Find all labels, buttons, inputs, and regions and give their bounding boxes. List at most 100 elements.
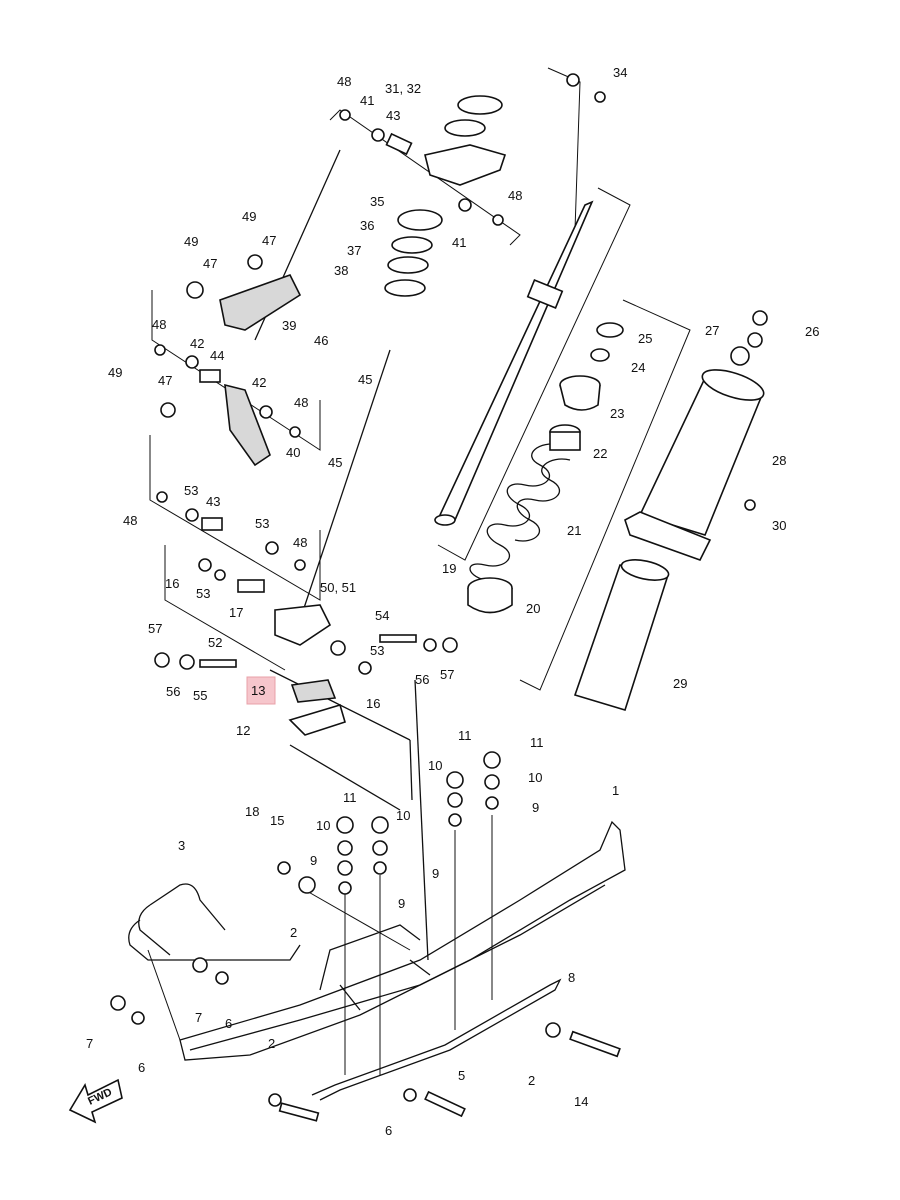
callout-label: 6 — [138, 1060, 145, 1075]
callout-label: 7 — [195, 1010, 202, 1025]
callout-label: 9 — [398, 896, 405, 911]
callout-label: 9 — [310, 853, 317, 868]
callout-label: 47 — [203, 256, 217, 271]
callout-label: 10 — [528, 770, 542, 785]
callout-label: 2 — [290, 925, 297, 940]
callout-label: 53 — [184, 483, 198, 498]
callout-label: 10 — [428, 758, 442, 773]
callout-label: 16 — [165, 576, 179, 591]
small-hardware — [110, 73, 768, 1122]
callout-label: 53 — [196, 586, 210, 601]
callout-label: 29 — [673, 676, 687, 691]
callout-label: 9 — [432, 866, 439, 881]
callout-label: 47 — [158, 373, 172, 388]
callout-label: 13 — [251, 683, 265, 698]
callout-label: 25 — [638, 331, 652, 346]
callout-label: 53 — [370, 643, 384, 658]
callout-label: 48 — [123, 513, 137, 528]
callout-label: 37 — [347, 243, 361, 258]
callout-label: 9 — [532, 800, 539, 815]
callout-label: 49 — [242, 209, 256, 224]
callout-label: 21 — [567, 523, 581, 538]
callout-label: 28 — [772, 453, 786, 468]
upper-spring-seat — [549, 322, 624, 451]
callout-label: 35 — [370, 194, 384, 209]
callout-label: 34 — [613, 65, 627, 80]
linework — [128, 67, 691, 1101]
callout-label: 43 — [206, 494, 220, 509]
callout-label: 17 — [229, 605, 243, 620]
callout-label: 45 — [328, 455, 342, 470]
spring-seat — [467, 577, 513, 614]
outer-tube — [624, 369, 765, 561]
callout-label: 43 — [386, 108, 400, 123]
callout-label: 47 — [262, 233, 276, 248]
callout-label: 44 — [210, 348, 224, 363]
callout-label: 40 — [286, 445, 300, 460]
callout-label: 45 — [358, 372, 372, 387]
callout-label: 18 — [245, 804, 259, 819]
shock-spring — [469, 443, 571, 581]
callout-label: 49 — [184, 234, 198, 249]
callout-label: 39 — [282, 318, 296, 333]
callout-label: 57 — [148, 621, 162, 636]
callout-label: 5 — [458, 1068, 465, 1083]
callout-label: 54 — [375, 608, 389, 623]
callout-label: 7 — [86, 1036, 93, 1051]
callout-label: 11 — [343, 790, 357, 805]
callout-label: 1 — [612, 783, 619, 798]
callout-label: 24 — [631, 360, 645, 375]
callout-label: 36 — [360, 218, 374, 233]
callout-label: 8 — [568, 970, 575, 985]
callout-label: 41 — [452, 235, 466, 250]
callout-label: 48 — [294, 395, 308, 410]
callout-label: 41 — [360, 93, 374, 108]
callout-label: 11 — [530, 735, 544, 750]
boot-tube — [573, 559, 670, 711]
callout-label: 52 — [208, 635, 222, 650]
callout-label: 48 — [508, 188, 522, 203]
callout-label: 42 — [252, 375, 266, 390]
callout-labels: 1 2 2 2 3 5 6 6 6 7 7 8 9 9 9 9 10 10 10… — [86, 65, 819, 1138]
fwd-direction-arrow: FWD — [68, 1078, 123, 1124]
link-brackets — [219, 274, 332, 646]
callout-label: 10 — [316, 818, 330, 833]
callout-label: 15 — [270, 813, 284, 828]
callout-label: 38 — [334, 263, 348, 278]
callout-label: 16 — [366, 696, 380, 711]
callout-label: 57 — [440, 667, 454, 682]
callout-label: 53 — [255, 516, 269, 531]
callout-label: 20 — [526, 601, 540, 616]
callout-label: 23 — [610, 406, 624, 421]
callout-label: 56 — [415, 672, 429, 687]
callout-label: 42 — [190, 336, 204, 351]
callout-label: 6 — [385, 1123, 392, 1138]
callout-label: 3 — [178, 838, 185, 853]
callout-label: 2 — [528, 1073, 535, 1088]
callout-label: 22 — [593, 446, 607, 461]
callout-label: 50, 51 — [320, 580, 356, 595]
callout-label: 55 — [193, 688, 207, 703]
callout-label: 30 — [772, 518, 786, 533]
callout-label: 14 — [574, 1094, 588, 1109]
shock-absorber-rod — [434, 200, 594, 526]
callout-label: 2 — [268, 1036, 275, 1051]
highlight-box — [246, 676, 276, 705]
callout-label: 46 — [314, 333, 328, 348]
callout-label: 56 — [166, 684, 180, 699]
callout-label: 19 — [442, 561, 456, 576]
callout-label: 48 — [337, 74, 351, 89]
callout-label: 26 — [805, 324, 819, 339]
callout-label: 10 — [396, 808, 410, 823]
callout-label: 11 — [458, 728, 472, 743]
callout-label: 12 — [236, 723, 250, 738]
callout-label: 49 — [108, 365, 122, 380]
bushing-13 — [288, 679, 346, 736]
callout-label: 27 — [705, 323, 719, 338]
callout-label: 6 — [225, 1016, 232, 1031]
top-washers — [384, 95, 507, 297]
callout-label: 31, 32 — [385, 81, 421, 96]
callout-label: 48 — [293, 535, 307, 550]
callout-label: 48 — [152, 317, 166, 332]
